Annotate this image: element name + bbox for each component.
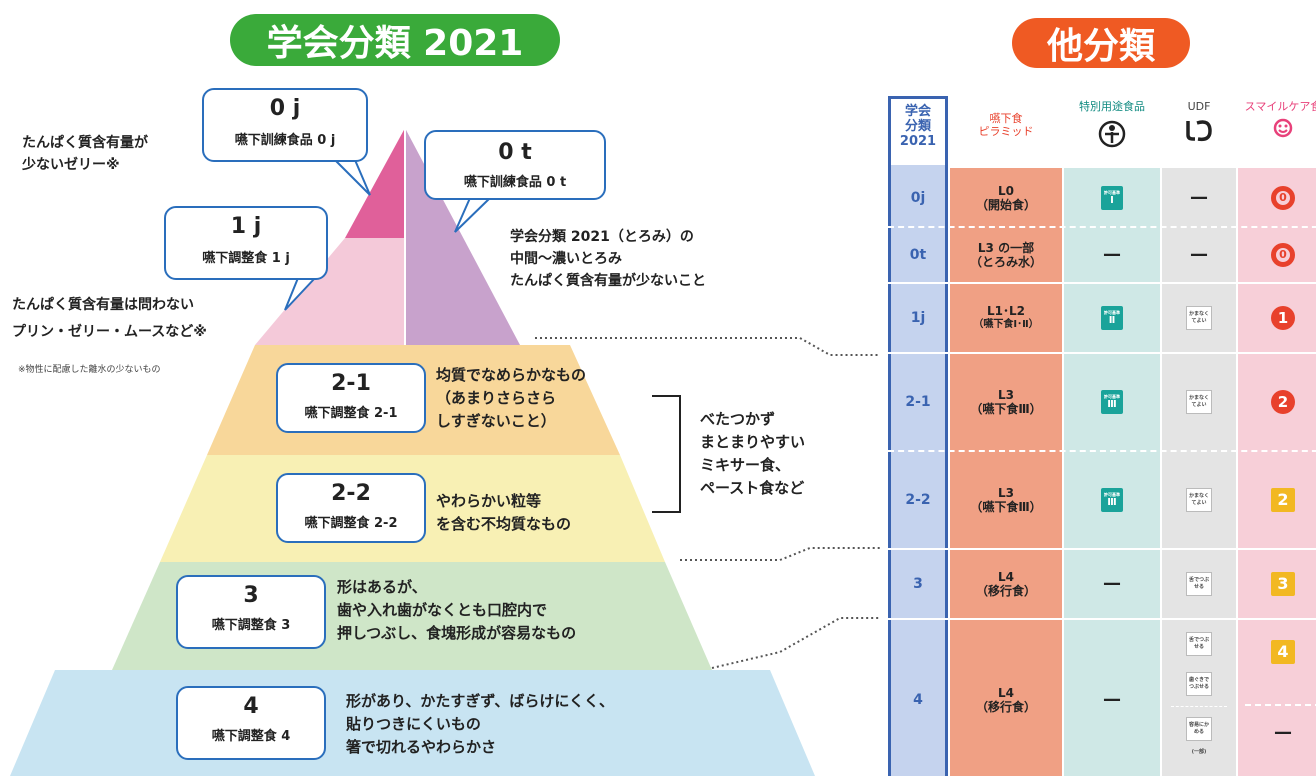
callout-4-name: 嚥下調整食 4 <box>211 729 291 744</box>
row-2-1-pyramid: L3（嚥下食Ⅲ） <box>970 388 1042 416</box>
pyramid-layer-0j <box>345 128 405 238</box>
row-3-udf: 舌でつぶせる <box>1162 550 1236 618</box>
callout-1j-code: 1 j <box>230 214 262 239</box>
row-1j-pyramid: L1･L2（嚥下食Ⅰ･Ⅱ） <box>973 304 1039 330</box>
col-pyramid-bg <box>950 96 1062 776</box>
special-use-logo-icon <box>1098 120 1126 148</box>
row-3-special: — <box>1103 573 1121 594</box>
callout-2-1-name: 嚥下調整食 2-1 <box>304 406 398 421</box>
row-4-smile: 4 — <box>1238 620 1316 776</box>
row-0t-udf: — <box>1190 244 1208 265</box>
callout-0t: 0 t 嚥下訓練食品 0 t <box>424 130 606 200</box>
callout-0t-name: 嚥下訓練食品 0 t <box>463 175 567 190</box>
callout-2-2-code: 2-2 <box>331 481 371 506</box>
desc-2-1: 均質でなめらかなもの （あまりさらさら しすぎないこと） <box>436 366 587 430</box>
callout-3-code: 3 <box>243 583 259 608</box>
row-2-1-level: 2-1 <box>905 394 931 410</box>
connector-line-1 <box>535 337 880 356</box>
row-0t-level: 0t <box>909 247 927 263</box>
callout-0j-code: 0 j <box>269 96 301 121</box>
row-2-1-udf: かまなくてよい <box>1162 354 1236 450</box>
callout-0j: 0 j 嚥下訓練食品 0 j <box>202 88 368 162</box>
header-pyramid: 嚥下食 ピラミッド <box>978 112 1034 138</box>
callout-3: 3 嚥下調整食 3 <box>176 575 326 649</box>
header-udf: UDF <box>1162 96 1236 168</box>
row-2-2-smile: 2 <box>1238 452 1316 548</box>
row-0j-level: 0j <box>910 190 926 206</box>
row-1j-udf: かまなくてよい <box>1162 284 1236 352</box>
callout-2-1-code: 2-1 <box>331 371 371 396</box>
row-2-2-udf: かまなくてよい <box>1162 452 1236 548</box>
row-4-level: 4 <box>913 692 923 708</box>
left-title: 学会分類 2021 <box>266 23 524 64</box>
row-4-pyramid: L4（移行食） <box>975 686 1036 714</box>
row-0t-smile: 0 <box>1238 228 1316 282</box>
bracket <box>652 395 681 513</box>
note-0j: たんぱく質含有量が 少ないゼリー※ <box>22 135 148 173</box>
callout-0t-code: 0 t <box>498 140 532 165</box>
row-0j-pyramid: L0（開始食） <box>975 184 1036 212</box>
right-title-pill: 他分類 <box>1012 18 1190 68</box>
row-0j-smile: 0 <box>1238 170 1316 226</box>
note-1j: たんぱく質含有量は問わない プリン・ゼリー・ムースなど※ <box>12 297 207 340</box>
callout-4: 4 嚥下調整食 4 <box>176 686 326 760</box>
bracket-text: べたつかず まとまりやすい ミキサー食、 ペースト食など <box>700 410 806 497</box>
callout-2-2-name: 嚥下調整食 2-2 <box>304 516 398 531</box>
row-2-1-smile: 2 <box>1238 354 1316 450</box>
desc-2-2: やわらかい粒等 を含む不均質なもの <box>436 492 572 533</box>
col-udf-bg <box>1162 96 1236 776</box>
callout-1j-name: 嚥下調整食 1 j <box>202 251 290 266</box>
row-0j-udf: — <box>1190 187 1208 208</box>
smile-care-logo-icon <box>1273 118 1293 138</box>
left-title-pill: 学会分類 2021 <box>230 14 560 66</box>
udf-logo-icon <box>1186 120 1212 142</box>
note-0t: 学会分類 2021（とろみ）の 中間〜濃いとろみ たんぱく質含有量が少ないこと <box>510 229 706 289</box>
pyramid-layer-1j <box>255 238 405 345</box>
row-2-2-pyramid: L3（嚥下食Ⅲ） <box>970 486 1042 514</box>
col-level-bg <box>888 96 948 776</box>
right-title: 他分類 <box>1046 26 1155 67</box>
callout-4-code: 4 <box>243 694 259 719</box>
header-special: 特別用途食品 <box>1064 96 1160 168</box>
callout-2-1: 2-1 嚥下調整食 2-1 <box>276 363 426 433</box>
row-3-pyramid: L4（移行食） <box>975 570 1036 598</box>
connector-line-2 <box>680 547 880 561</box>
row-1j-smile: 1 <box>1238 284 1316 352</box>
row-0t-special: — <box>1103 244 1121 265</box>
callout-0j-name: 嚥下訓練食品 0 j <box>234 133 336 148</box>
row-4-special: — <box>1103 689 1121 710</box>
row-0t-pyramid: L3 の一部（とろみ水） <box>969 241 1042 269</box>
row-1j-level: 1j <box>910 310 926 326</box>
header-level: 学会 分類 2021 <box>899 104 937 149</box>
callout-1j: 1 j 嚥下調整食 1 j <box>164 206 328 280</box>
callout-2-2: 2-2 嚥下調整食 2-2 <box>276 473 426 543</box>
classification-table: 学会 分類 2021 嚥下食 ピラミッド 特別用途食品 UDF スマイルケア食 <box>888 96 1316 776</box>
callout-3-name: 嚥下調整食 3 <box>211 618 291 633</box>
row-4-udf: 舌でつぶせる 歯ぐきでつぶせる 容易にかめる (一部) <box>1162 620 1236 776</box>
footnote: ※物性に配慮した離水の少ないもの <box>18 365 161 375</box>
desc-3: 形はあるが、 歯や入れ歯がなくとも口腔内で 押しつぶし、食塊形成が容易なもの <box>337 578 577 642</box>
connector-line-3 <box>711 617 880 669</box>
desc-4: 形があり、かたすぎず、ばらけにくく、 貼りつきにくいもの 箸で切れるやわらかさ <box>346 692 615 756</box>
row-2-2-level: 2-2 <box>905 492 931 508</box>
row-3-level: 3 <box>913 576 923 592</box>
header-smile: スマイルケア食 <box>1238 96 1316 168</box>
row-3-smile: 3 <box>1238 550 1316 618</box>
